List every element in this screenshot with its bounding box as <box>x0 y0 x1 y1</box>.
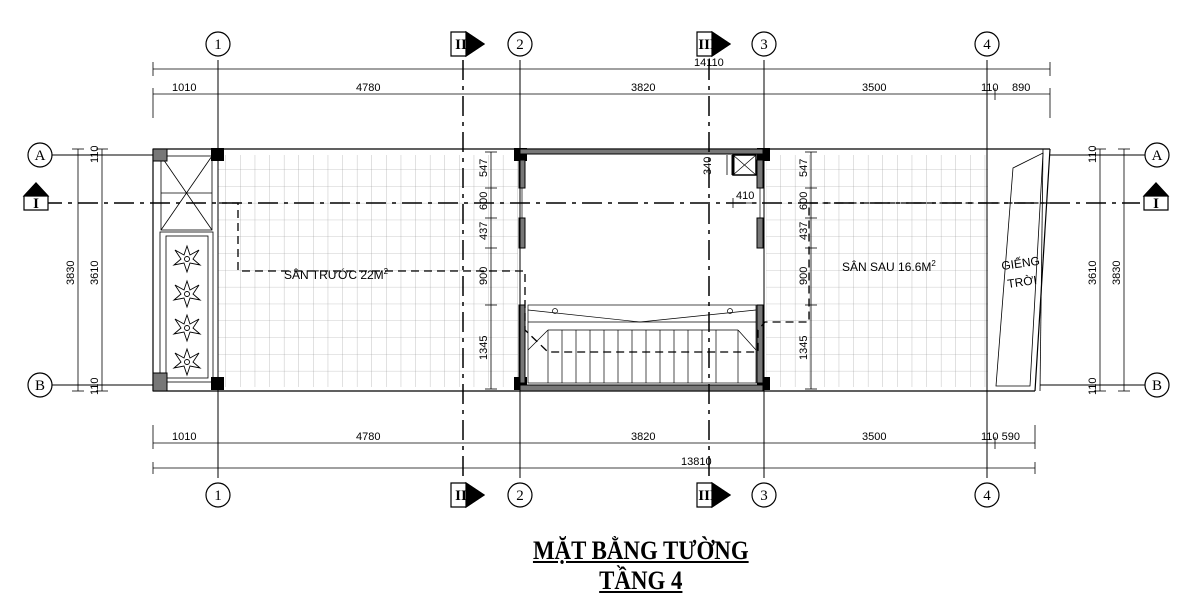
drawing-title: MẶT BẰNG TƯỜNG TẦNG 4 <box>532 536 749 595</box>
grid-label-a: A <box>35 148 46 164</box>
dim-stair-right: 547 <box>798 159 810 177</box>
front-yard-label: SÂN TRƯỚC 22M2 <box>284 267 389 282</box>
dim-bottom-seg: 3500 <box>862 431 886 443</box>
dim-top-seg: 110 <box>981 82 999 94</box>
room-labels: SÂN TRƯỚC 22M2 SÂN SAU 16.6M2 GIẾNG TRỜI <box>284 253 1041 291</box>
back-yard-tiles <box>766 155 988 387</box>
grid-label-3: 3 <box>760 488 768 504</box>
dim-top-seg: 3500 <box>862 82 886 94</box>
left-shaft <box>159 155 214 383</box>
grid-label-1: 1 <box>214 488 222 504</box>
dim-right-small: 110 <box>1087 145 1099 163</box>
dim-top-seg: 4780 <box>356 82 380 94</box>
section-label-iii: III <box>698 37 716 53</box>
dim-right-outer: 3830 <box>1111 261 1123 285</box>
grid-bubble-a-right <box>1144 142 1170 168</box>
grid-label-4: 4 <box>983 488 991 504</box>
grid-bubble-4-bottom <box>974 482 1000 508</box>
grid-bubble-2-bottom <box>507 482 533 508</box>
grid-bubble-3-bottom <box>751 482 777 508</box>
section-label-i: I <box>33 196 39 212</box>
section-label-ii: II <box>455 488 467 504</box>
dimension-text: 14110 1010 4780 3820 3500 110 890 1010 4… <box>65 57 1123 468</box>
grid-label-b: B <box>1152 378 1162 394</box>
wall-corners <box>152 148 168 392</box>
grid-label-2: 2 <box>516 37 524 53</box>
grid-bubble-1-bottom <box>205 482 231 508</box>
dim-stair-left: 437 <box>478 222 490 240</box>
dim-stair-left: 1345 <box>478 336 490 360</box>
dim-left-outer: 3830 <box>65 261 77 285</box>
hidden-lines <box>219 202 1050 353</box>
grid-bubble-1-top <box>205 31 231 57</box>
grid-bubble-3-top <box>751 31 777 57</box>
dim-right-inner: 3610 <box>1087 261 1099 285</box>
section-label-i: I <box>1153 196 1159 212</box>
back-yard-label: SÂN SAU 16.6M2 <box>842 259 936 274</box>
floor-plan-drawing: 14110 1010 4780 3820 3500 110 890 1010 4… <box>22 30 1170 509</box>
grid-bubble-a-left <box>27 142 53 168</box>
dim-bottom-overall: 13810 <box>681 456 712 468</box>
grid-label-2: 2 <box>516 488 524 504</box>
dim-stair-right: 437 <box>798 222 810 240</box>
dim-bottom-seg: 4780 <box>356 431 380 443</box>
grid-labels: 1 2 3 4 1 2 3 4 A B A B II III II III I … <box>33 37 1163 504</box>
dim-left-small: 110 <box>89 145 101 163</box>
grid-label-b: B <box>35 378 45 394</box>
dim-right-small: 110 <box>1087 377 1099 395</box>
grid-label-a: A <box>1152 148 1163 164</box>
skylight <box>995 152 1044 387</box>
skylight-label-1: GIẾNG <box>1000 253 1040 273</box>
planter-plants <box>172 244 202 377</box>
section-label-iii: III <box>698 488 716 504</box>
section-label-ii: II <box>455 37 467 53</box>
dim-stair-left: 600 <box>478 192 490 210</box>
staircase <box>527 304 757 384</box>
dimension-lines <box>72 62 1130 474</box>
column-markers <box>27 31 1170 508</box>
grid-bubble-b-left <box>27 372 53 398</box>
stair-core-walls <box>518 148 764 392</box>
grid-label-4: 4 <box>983 37 991 53</box>
section-markers <box>22 30 1170 509</box>
dim-stair-right: 1345 <box>798 336 810 360</box>
dim-stair-small: 340 <box>702 157 714 175</box>
dim-bottom-seg: 1010 <box>172 431 196 443</box>
grid-label-3: 3 <box>760 37 768 53</box>
dim-left-small: 110 <box>89 377 101 395</box>
dim-stair-small: 410 <box>736 190 754 202</box>
grid-label-1: 1 <box>214 37 222 53</box>
dim-stair-left: 900 <box>478 267 490 285</box>
dim-top-overall: 14110 <box>694 57 724 69</box>
dim-left-inner: 3610 <box>89 261 101 285</box>
dim-top-seg: 3820 <box>631 82 655 94</box>
dim-stair-right: 600 <box>798 192 810 210</box>
dim-stair-right: 900 <box>798 267 810 285</box>
dim-top-seg: 1010 <box>172 82 196 94</box>
grid-bubble-4-top <box>974 31 1000 57</box>
dim-bottom-seg: 3820 <box>631 431 655 443</box>
grid-bubble-2-top <box>507 31 533 57</box>
dim-top-seg: 890 <box>1012 82 1030 94</box>
dim-stair-left: 547 <box>478 159 490 177</box>
grid-bubble-b-right <box>1144 372 1170 398</box>
dim-bottom-seg: 110 590 <box>981 431 1020 443</box>
skylight-label-2: TRỜI <box>1006 272 1037 291</box>
